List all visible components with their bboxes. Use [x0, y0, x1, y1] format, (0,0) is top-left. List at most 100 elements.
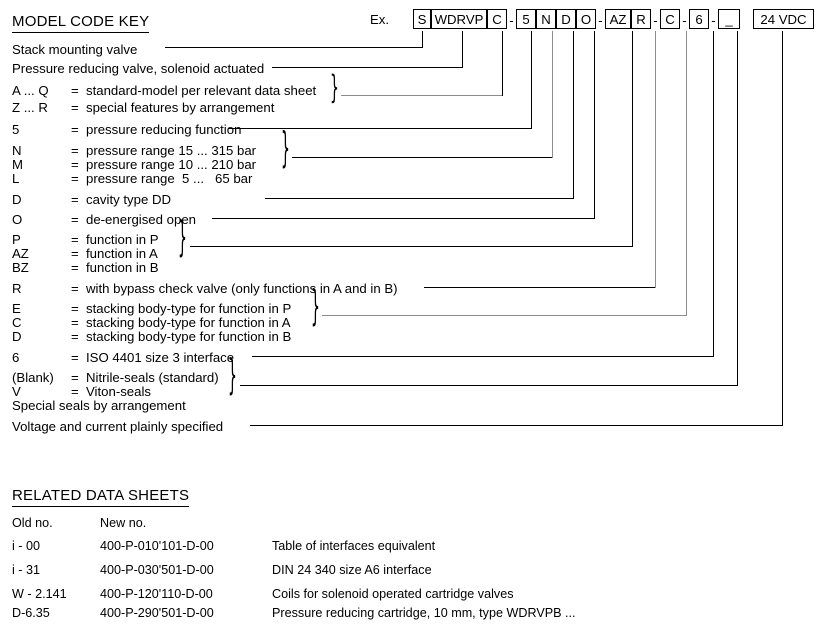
- leader-line-cavity-v: [573, 31, 574, 199]
- code-separator-3: -: [653, 12, 658, 28]
- leader-line-cavity-h: [265, 198, 573, 199]
- code-box-model[interactable]: C: [487, 9, 507, 29]
- legend-desc-pressure-reducing-valve: Pressure reducing valve, solenoid actuat…: [12, 61, 265, 76]
- datasheet-row-2-new: 400-P-030'501-D-00: [100, 563, 214, 577]
- legend-desc-l: pressure range 5 ... 65 bar: [86, 171, 253, 186]
- legend-eq-r: =: [71, 281, 79, 296]
- legend-code-m: M: [12, 157, 23, 172]
- datasheet-col-old-header: Old no.: [12, 516, 53, 530]
- leader-line-bypass-v: [655, 31, 656, 288]
- datasheet-col-new-header: New no.: [100, 516, 147, 530]
- legend-code-v: V: [12, 384, 21, 399]
- legend-code-c: C: [12, 315, 22, 330]
- leader-line-range-v: [552, 31, 553, 158]
- code-box-bypass[interactable]: R: [631, 9, 651, 29]
- legend-desc-blank: Nitrile-seals (standard): [86, 370, 219, 385]
- leader-line-seals-h: [240, 385, 737, 386]
- code-box-interface[interactable]: 6: [689, 9, 709, 29]
- leader-line-deenergised-v: [594, 31, 595, 219]
- datasheet-row-2-old: i - 31: [12, 563, 40, 577]
- legend-code-blank: (Blank): [12, 370, 54, 385]
- legend-desc-v: Viton-seals: [86, 384, 151, 399]
- legend-eq-p: =: [71, 232, 79, 247]
- legend-desc-5: pressure reducing function: [86, 122, 242, 137]
- legend-desc-bz: function in B: [86, 260, 159, 275]
- legend-eq-c: =: [71, 315, 79, 330]
- leader-line-bypass-h: [424, 287, 655, 288]
- legend-eq-e: =: [71, 301, 79, 316]
- legend-desc-stack-mounting: Stack mounting valve: [12, 42, 138, 57]
- legend-code-r: R: [12, 281, 22, 296]
- legend-desc-special-seals: Special seals by arrangement: [12, 398, 186, 413]
- leader-line-iso-h: [252, 356, 713, 357]
- code-box-voltage[interactable]: 24 VDC: [753, 9, 814, 29]
- legend-code-o: O: [12, 212, 23, 227]
- brace-model-variant: }: [330, 70, 339, 108]
- legend-desc-a-q: standard-model per relevant data sheet: [86, 83, 317, 98]
- legend-desc-e: stacking body-type for function in P: [86, 301, 292, 316]
- datasheet-row-3-new: 400-P-120'110-D-00: [100, 587, 213, 601]
- leader-line-stack-v: [422, 31, 423, 48]
- legend-code-p: P: [12, 232, 21, 247]
- legend-code-a-q: A ... Q: [12, 83, 49, 98]
- legend-code-5: 5: [12, 122, 20, 137]
- legend-eq-l: =: [71, 171, 79, 186]
- code-box-cavity[interactable]: D: [556, 9, 576, 29]
- legend-eq-bz: =: [71, 260, 79, 275]
- legend-code-l: L: [12, 171, 20, 186]
- legend-code-z-r: Z ... R: [12, 100, 48, 115]
- legend-eq-az: =: [71, 246, 79, 261]
- code-box-port[interactable]: AZ: [605, 9, 631, 29]
- leader-line-prvalve-v: [462, 31, 463, 68]
- code-separator-4: -: [682, 12, 687, 28]
- legend-code-e: E: [12, 301, 21, 316]
- legend-eq-6: =: [71, 350, 79, 365]
- code-box-series[interactable]: WDRVP: [431, 9, 487, 29]
- datasheet-row-2-desc: DIN 24 340 size A6 interface: [272, 563, 432, 577]
- legend-desc-c: stacking body-type for function in A: [86, 315, 291, 330]
- legend-eq-o: =: [71, 212, 79, 227]
- legend-desc-r: with bypass check valve (only functions …: [86, 281, 398, 296]
- legend-eq-5: =: [71, 122, 79, 137]
- legend-desc-p: function in P: [86, 232, 159, 247]
- model-code-bar: S WDRVP C - 5 N D O - AZ R - C - 6 - _ 2…: [413, 9, 814, 31]
- brace-function-port: }: [178, 215, 187, 263]
- datasheet-row-4-desc: Pressure reducing cartridge, 10 mm, type…: [272, 606, 576, 620]
- legend-desc-z-r: special features by arrangement: [86, 100, 275, 115]
- datasheet-row-1-old: i - 00: [12, 539, 40, 553]
- code-box-deenergised[interactable]: O: [576, 9, 596, 29]
- legend-eq-m: =: [71, 157, 79, 172]
- legend-code-d-body: D: [12, 329, 22, 344]
- leader-line-stack-h: [165, 47, 422, 48]
- code-box-stack[interactable]: S: [413, 9, 431, 29]
- legend-eq-blank: =: [71, 370, 79, 385]
- code-box-body[interactable]: C: [660, 9, 680, 29]
- code-box-function[interactable]: 5: [516, 9, 536, 29]
- leader-line-model-h: [341, 95, 502, 96]
- brace-pressure-range: }: [281, 126, 290, 174]
- related-data-sheets-title: RELATED DATA SHEETS: [12, 488, 190, 507]
- legend-eq-d-body: =: [71, 329, 79, 344]
- legend-code-bz: BZ: [12, 260, 29, 275]
- code-separator-1: -: [509, 12, 514, 28]
- leader-line-voltage-h: [250, 425, 782, 426]
- datasheet-row-3-desc: Coils for solenoid operated cartridge va…: [272, 587, 514, 601]
- code-box-range[interactable]: N: [536, 9, 556, 29]
- leader-line-deenergised-h: [212, 218, 594, 219]
- datasheet-row-1-desc: Table of interfaces equivalent: [272, 539, 436, 553]
- code-box-seals[interactable]: _: [718, 9, 740, 29]
- legend-desc-6: ISO 4401 size 3 interface: [86, 350, 235, 365]
- datasheet-row-3-old: W - 2.141: [12, 587, 67, 601]
- leader-line-range-h: [292, 157, 552, 158]
- legend-code-n: N: [12, 143, 22, 158]
- leader-line-function5-h: [228, 128, 531, 129]
- leader-line-prvalve-h: [272, 67, 462, 68]
- legend-eq-a-q: =: [71, 83, 79, 98]
- legend-code-az: AZ: [12, 246, 29, 261]
- legend-desc-n: pressure range 15 ... 315 bar: [86, 143, 257, 158]
- legend-desc-az: function in A: [86, 246, 158, 261]
- leader-line-port-v: [632, 31, 633, 247]
- brace-seals: }: [228, 353, 237, 401]
- legend-desc-m: pressure range 10 ... 210 bar: [86, 157, 257, 172]
- leader-line-stacking-v: [686, 31, 687, 316]
